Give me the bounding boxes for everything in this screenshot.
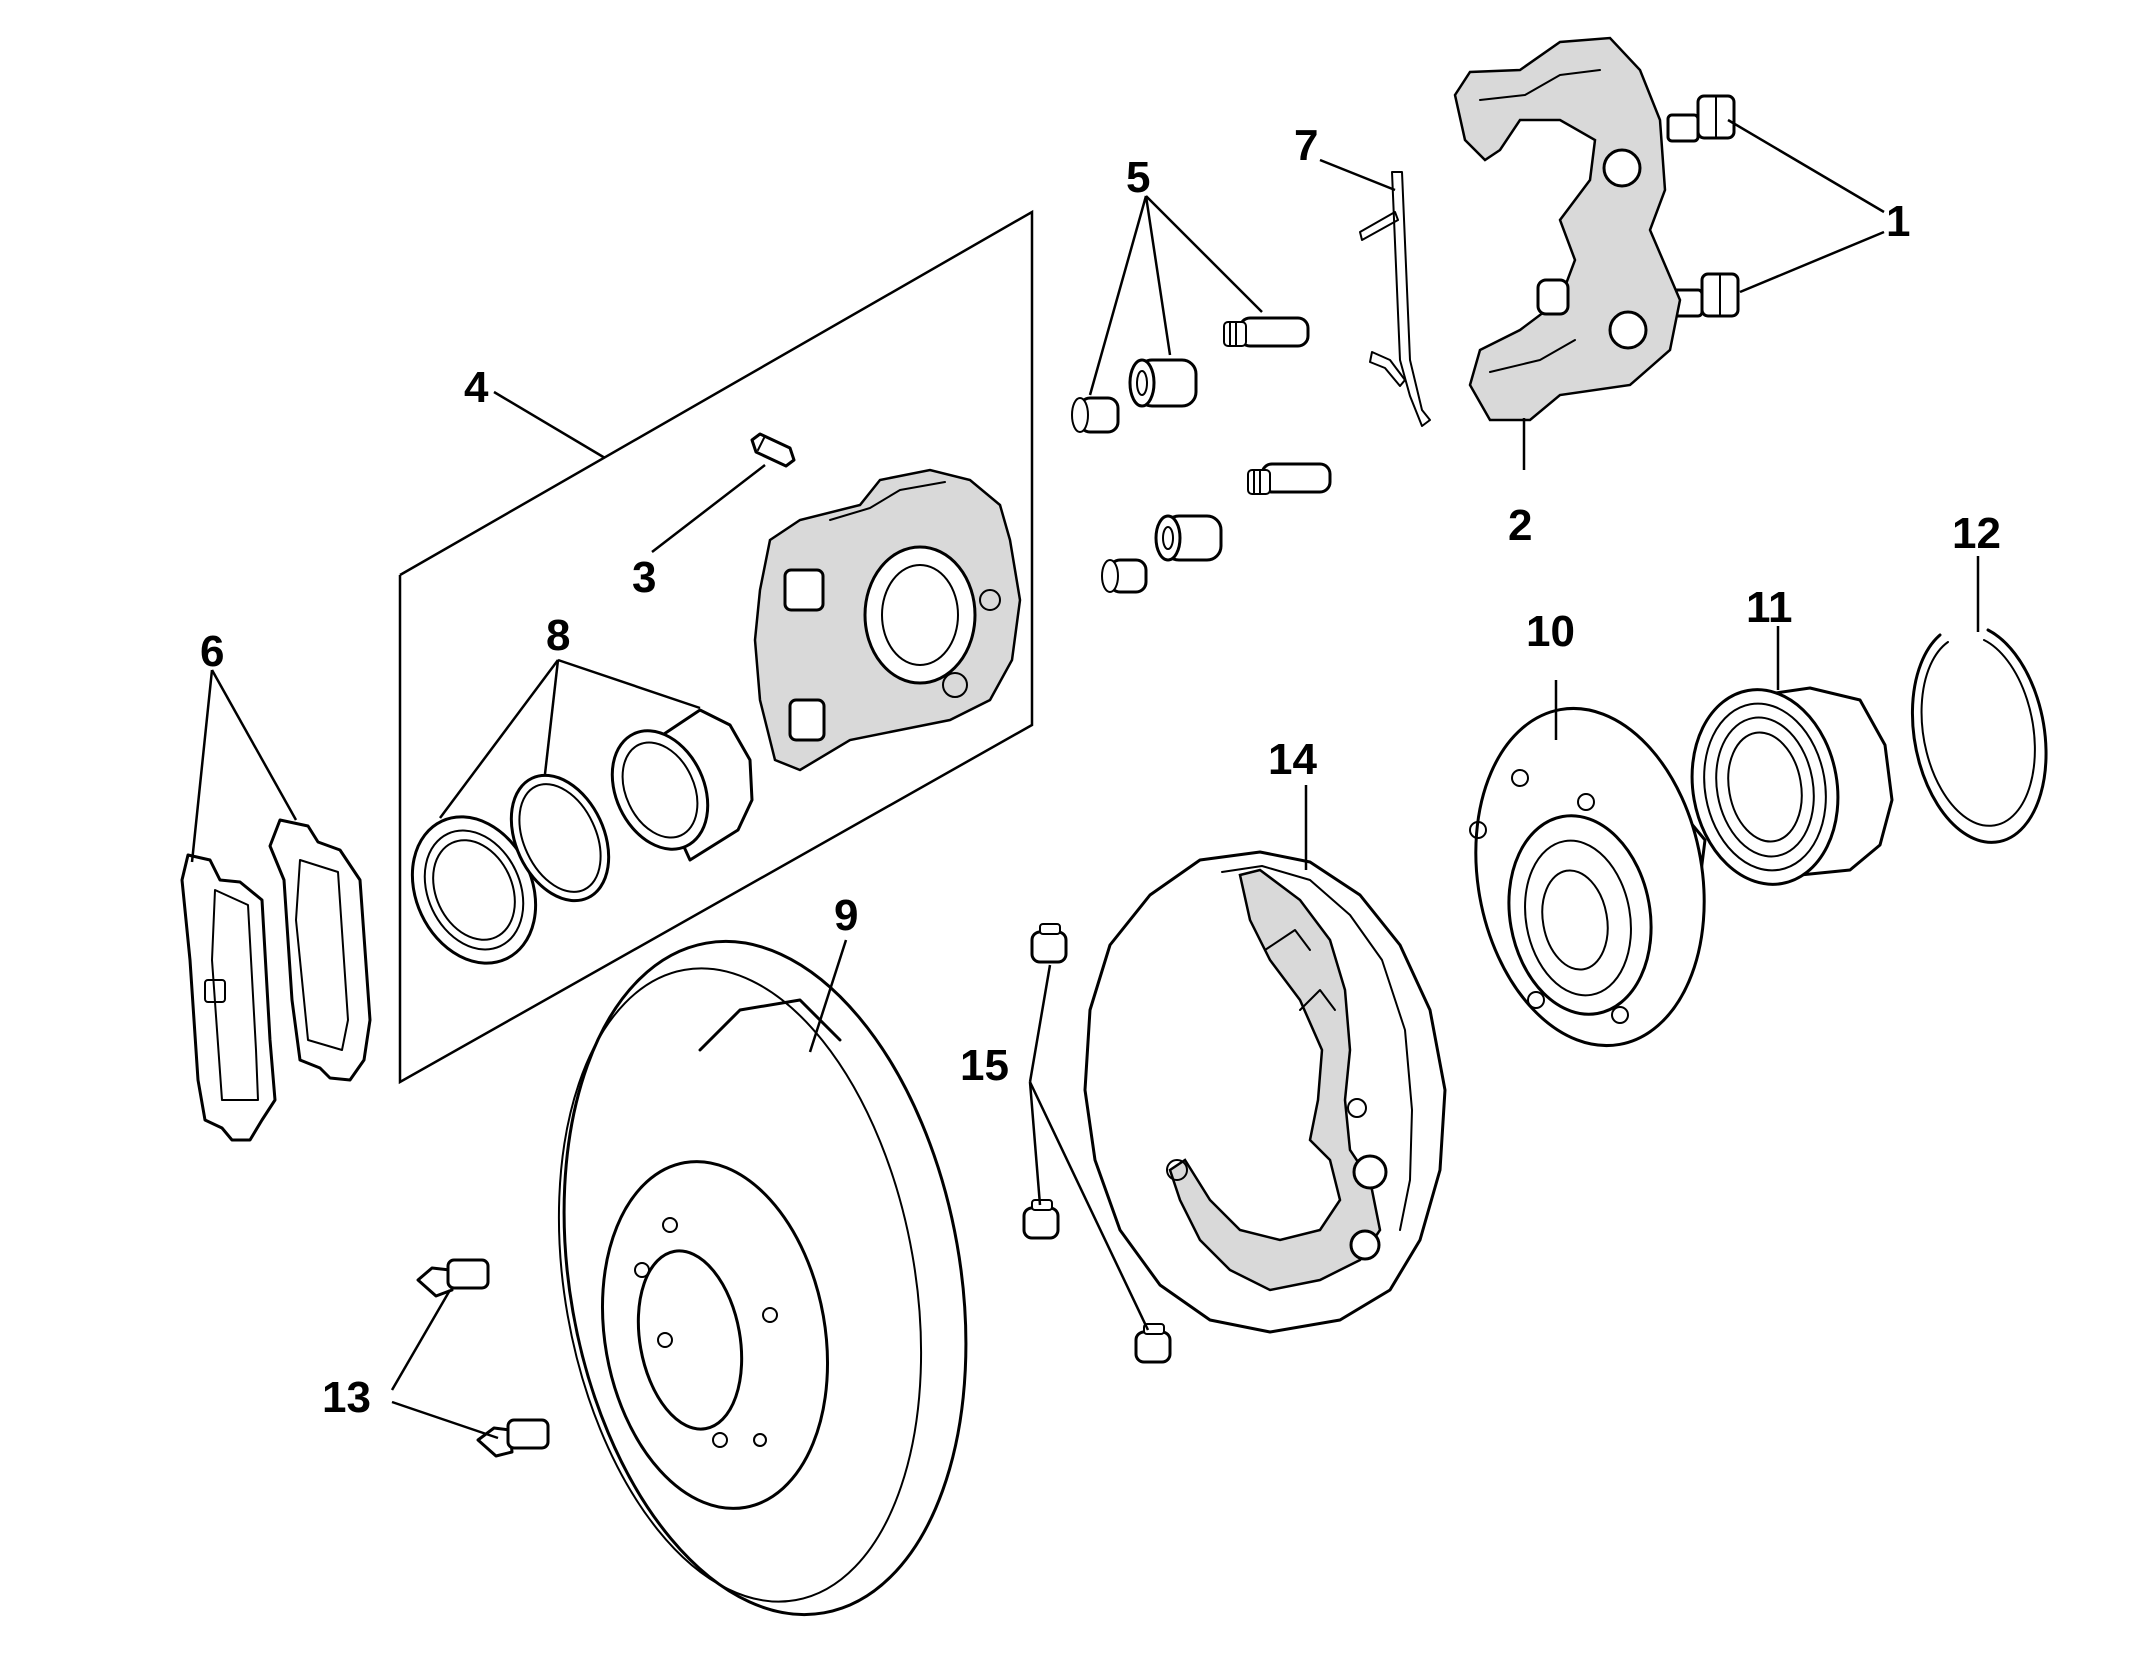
brake-pad-outer: [180, 853, 277, 1142]
splash-shield: [1083, 850, 1447, 1334]
leader-lines: [190, 118, 1980, 1440]
callout-7: 7: [1294, 121, 1318, 170]
guide-pin-lower-a: [1101, 558, 1148, 594]
guide-bushing-upper: [1128, 358, 1198, 408]
bracket-bolt-lower: [1670, 272, 1740, 318]
bleeder-screw: [750, 432, 796, 468]
callout-1: 1: [1886, 197, 1910, 246]
wheel-stud-lower: [476, 1418, 550, 1458]
shield-bolt-middle: [1022, 1199, 1060, 1240]
guide-pin-lower-b: [1247, 462, 1332, 495]
wheel-bearing: [1690, 686, 1894, 886]
callout-8: 8: [546, 611, 570, 660]
callout-5: 5: [1126, 153, 1150, 202]
caliper-housing: [753, 468, 1022, 772]
callout-10: 10: [1526, 607, 1575, 656]
guide-pin-upper-b: [1223, 316, 1310, 348]
callout-6: 6: [200, 627, 224, 676]
shield-bolt-top: [1030, 923, 1068, 964]
brake-disc: [557, 939, 968, 1617]
callout-14: 14: [1268, 735, 1317, 784]
callout-9: 9: [834, 891, 858, 940]
callout-15: 15: [960, 1041, 1009, 1090]
guide-pin-upper-a: [1071, 396, 1120, 434]
wheel-hub: [1469, 706, 1707, 1048]
shield-bolt-bottom: [1134, 1323, 1172, 1364]
callout-12: 12: [1952, 509, 2001, 558]
callout-2: 2: [1508, 501, 1532, 550]
caliper-bracket: [1453, 36, 1682, 422]
wheel-stud-upper: [416, 1258, 490, 1298]
callout-3: 3: [632, 553, 656, 602]
callout-13: 13: [322, 1373, 371, 1422]
caliper-kit-frame: [398, 209, 1034, 1085]
anti-rattle-spring: [1359, 171, 1431, 427]
piston-seal: [509, 773, 611, 903]
snap-ring: [1910, 628, 2048, 844]
callout-labels: 1 2 3 4 5 6 7 8 9 10 11 12 13 14 15: [200, 121, 2001, 1422]
bracket-bolt-upper: [1666, 94, 1736, 143]
callout-4: 4: [464, 363, 489, 412]
caliper-piston: [610, 708, 754, 862]
guide-bushing-lower: [1154, 514, 1223, 562]
brake-pad-inner: [268, 818, 372, 1082]
callout-11: 11: [1746, 583, 1793, 632]
